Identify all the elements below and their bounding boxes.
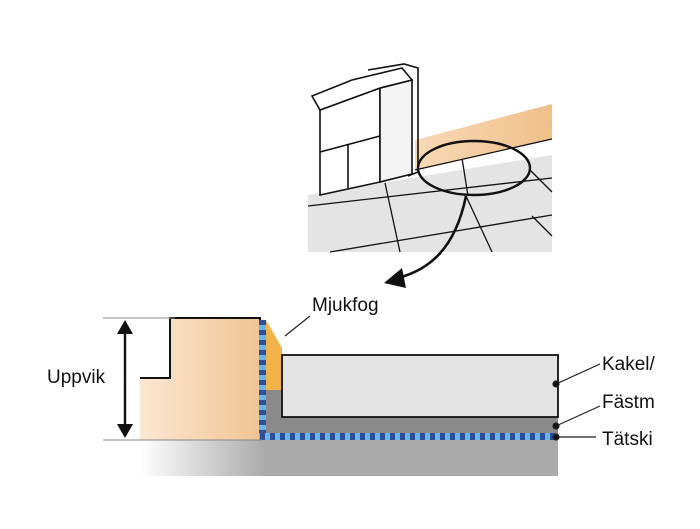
adhesive-label: Fästm bbox=[602, 392, 655, 413]
floor-tile-grid bbox=[307, 157, 553, 253]
double-arrow-icon bbox=[117, 320, 133, 438]
perspective-view bbox=[307, 63, 553, 288]
membrane-horizontal bbox=[259, 433, 558, 440]
curved-arrow-icon bbox=[384, 195, 468, 288]
wall-upturn-strip bbox=[415, 104, 552, 170]
substrate-layer bbox=[140, 440, 558, 476]
cross-section: Mjukfog Uppvik Kakel/ Fästm Tätski bbox=[47, 295, 656, 476]
tile-label: Kakel/ bbox=[602, 354, 656, 375]
upturn-label: Uppvik bbox=[47, 367, 106, 388]
membrane-vertical bbox=[259, 320, 266, 440]
wall-blocks bbox=[310, 63, 419, 196]
membrane-label: Tätski bbox=[602, 429, 653, 450]
callout-ellipse bbox=[416, 139, 532, 197]
soft-joint-sealant bbox=[266, 320, 282, 390]
wall-section bbox=[140, 317, 261, 440]
leader-lines bbox=[284, 315, 601, 441]
tiled-floor bbox=[308, 155, 552, 252]
joint-label: Mjukfog bbox=[312, 295, 379, 316]
tile-layer bbox=[281, 354, 559, 418]
dimension-guides bbox=[103, 317, 262, 441]
